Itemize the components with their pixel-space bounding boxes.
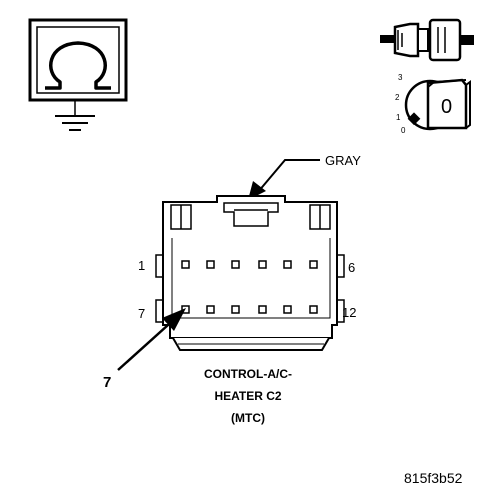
ignition-switch-icon: 3 2 1 0 0 <box>395 73 471 135</box>
pin-cavity-2 <box>206 260 215 269</box>
ignition-position-3: 3 <box>398 73 403 82</box>
connector-name-line1: CONTROL-A/C- <box>204 367 292 381</box>
pin-label-7: 7 <box>138 306 145 321</box>
pin-label-6: 6 <box>348 260 355 275</box>
callout-pin-number: 7 <box>103 374 111 391</box>
pin-cavities <box>181 260 318 314</box>
pin-cavity-10 <box>258 305 267 314</box>
pin-cavity-4 <box>258 260 267 269</box>
ignition-position-0: 0 <box>401 126 406 135</box>
pin-label-1: 1 <box>138 258 145 273</box>
connector-plug-icon <box>380 18 474 62</box>
pin-cavity-1 <box>181 260 190 269</box>
pin-callout-arrow <box>117 308 186 371</box>
figure-id: 815f3b52 <box>404 470 463 486</box>
pin-cavity-11 <box>283 305 292 314</box>
pin-cavity-12 <box>309 305 318 314</box>
ohmmeter-icon <box>28 18 128 131</box>
pin-cavity-3 <box>231 260 240 269</box>
ignition-position-2: 2 <box>395 93 400 102</box>
wire-color-label: GRAY <box>325 153 361 168</box>
pin-cavity-7 <box>181 305 190 314</box>
connector-name-line3: (MTC) <box>231 411 265 425</box>
pin-cavity-9 <box>231 305 240 314</box>
ignition-key-label: 0 <box>441 96 452 118</box>
gray-wire-callout: GRAY <box>248 153 361 200</box>
pin-cavity-5 <box>283 260 292 269</box>
connector-name-line2: HEATER C2 <box>214 389 281 403</box>
pin-label-12: 12 <box>342 305 356 320</box>
ignition-position-1: 1 <box>396 113 401 122</box>
connector-body <box>155 195 345 351</box>
pin-cavity-8 <box>206 305 215 314</box>
pin-cavity-6 <box>309 260 318 269</box>
